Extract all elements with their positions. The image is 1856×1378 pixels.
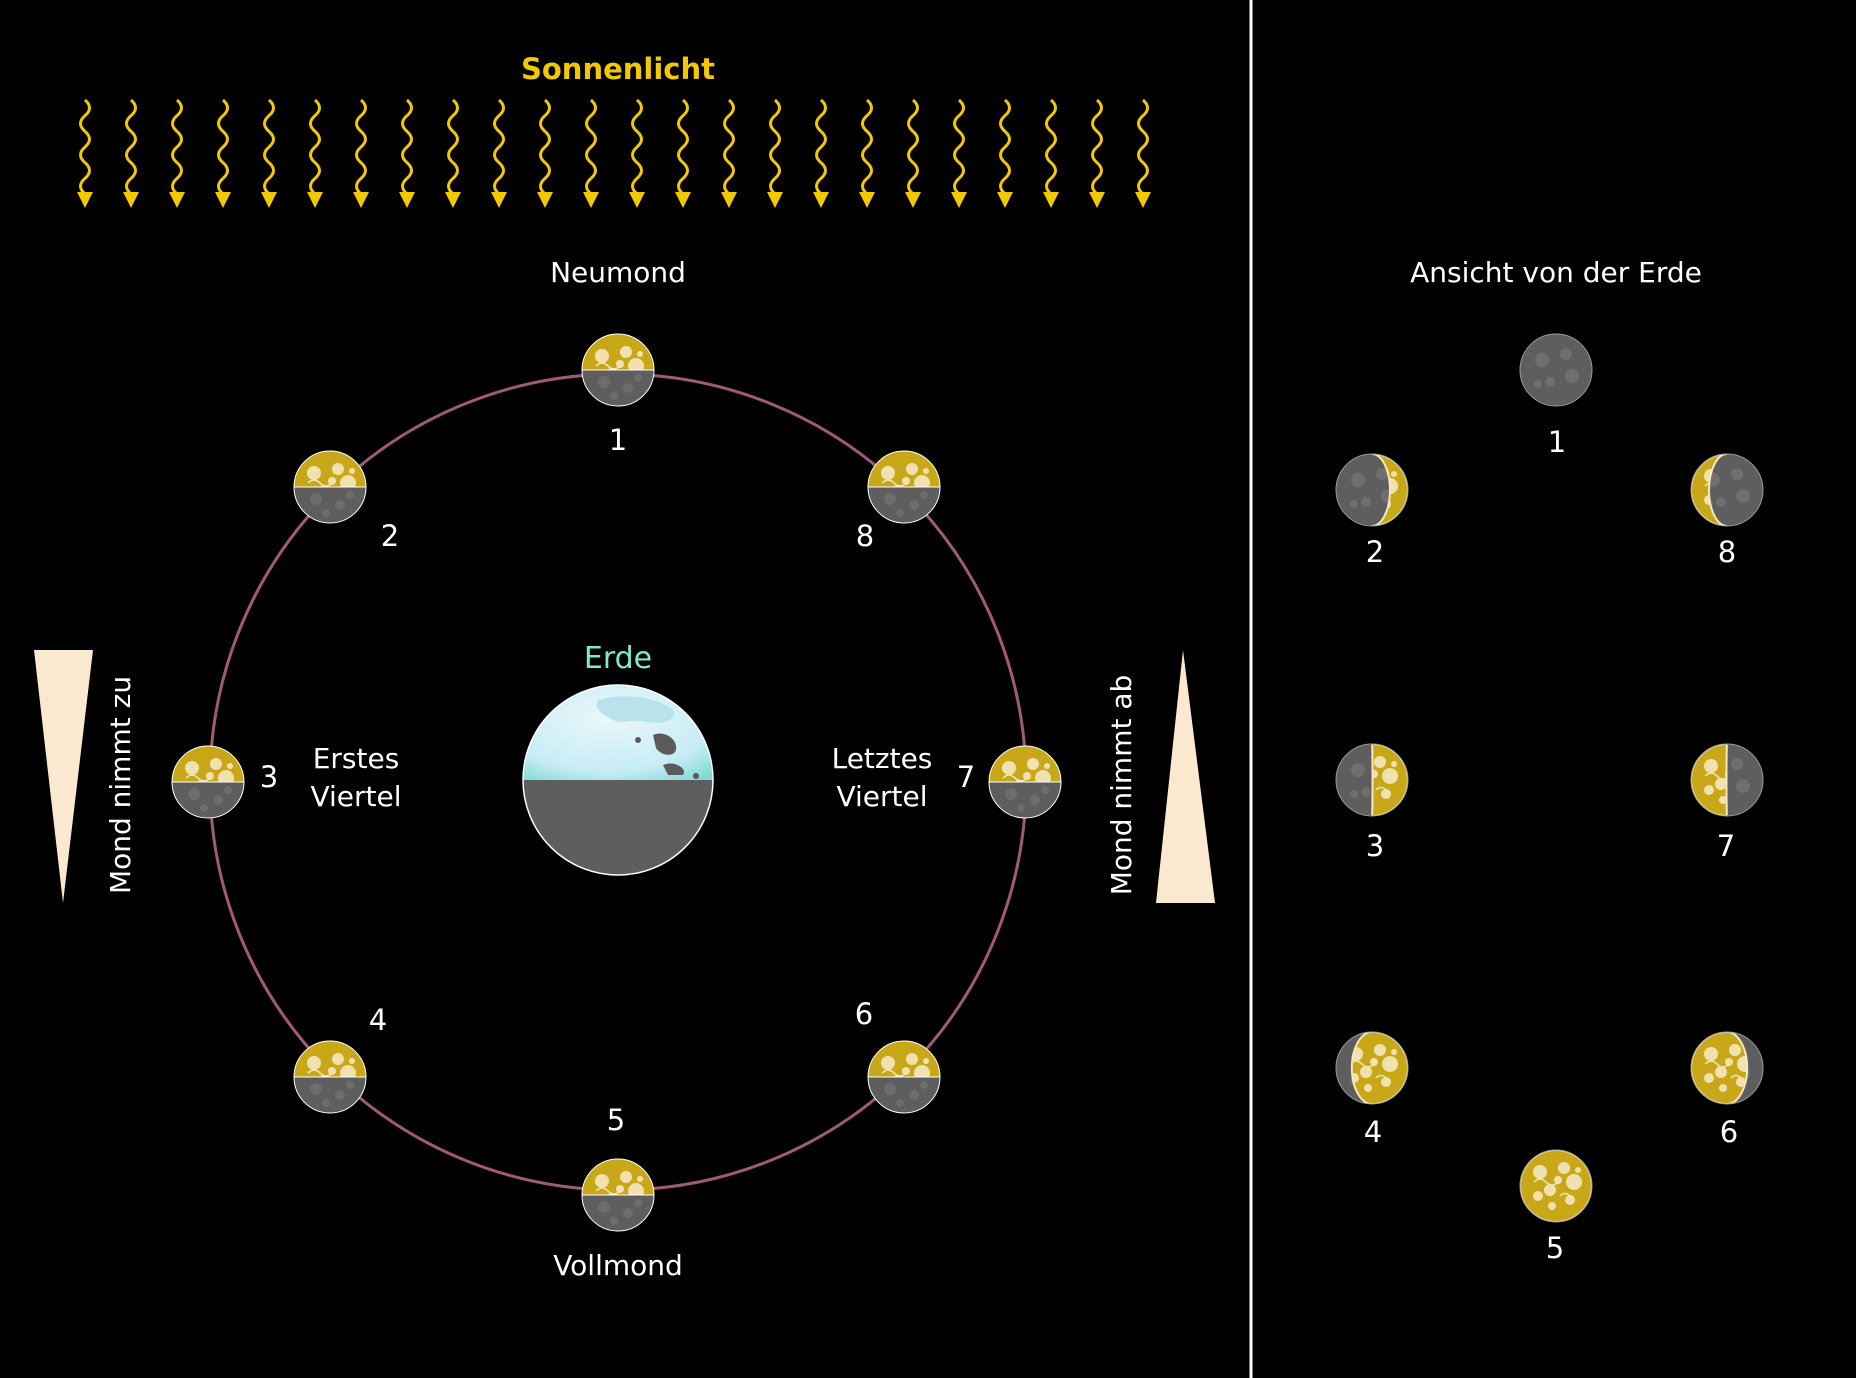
sunlight-ray-arrow bbox=[813, 98, 829, 208]
sunlight-ray-arrow bbox=[721, 98, 737, 208]
sunlight-ray-arrow bbox=[261, 98, 277, 208]
earth-label: Erde bbox=[584, 641, 652, 676]
phase-number-7: 7 bbox=[1717, 829, 1735, 863]
sunlight-ray-arrow bbox=[1043, 98, 1059, 208]
sunlight-ray-arrow bbox=[675, 98, 691, 208]
orbit-moon-8 bbox=[867, 450, 941, 524]
view-from-earth-title: Ansicht von der Erde bbox=[1410, 256, 1702, 289]
phase-moon-4 bbox=[1335, 1031, 1409, 1105]
phase-number-6: 6 bbox=[1720, 1115, 1738, 1149]
sunlight-ray-arrow bbox=[905, 98, 921, 208]
sunlight-ray-arrow bbox=[537, 98, 553, 208]
orbit-moon-3 bbox=[171, 745, 245, 819]
orbit-number-5: 5 bbox=[607, 1103, 625, 1137]
sunlight-ray-arrow bbox=[77, 98, 93, 208]
phase-moon-2 bbox=[1335, 453, 1409, 527]
sunlight-ray-arrow bbox=[859, 98, 875, 208]
waxing-label: Mond nimmt zu bbox=[104, 676, 137, 894]
first-quarter-label-line1: Erstes bbox=[313, 742, 400, 775]
last-quarter-label-line2: Viertel bbox=[836, 780, 927, 813]
sunlight-ray-arrow bbox=[215, 98, 231, 208]
sunlight-rays bbox=[77, 98, 1151, 208]
sunlight-ray-arrow bbox=[169, 98, 185, 208]
phase-number-5: 5 bbox=[1546, 1231, 1564, 1265]
sunlight-ray-arrow bbox=[1135, 98, 1151, 208]
sunlight-ray-arrow bbox=[1089, 98, 1105, 208]
phase-moon-8 bbox=[1690, 453, 1764, 527]
phase-number-1: 1 bbox=[1548, 425, 1566, 459]
orbit-number-1: 1 bbox=[609, 423, 627, 457]
phase-number-2: 2 bbox=[1366, 535, 1384, 569]
phase-moon-7 bbox=[1690, 743, 1764, 817]
sunlight-ray-arrow bbox=[767, 98, 783, 208]
sunlight-ray-arrow bbox=[399, 98, 415, 208]
first-quarter-label-line2: Viertel bbox=[310, 780, 401, 813]
phase-moons bbox=[1335, 333, 1764, 1223]
phase-moon-1 bbox=[1519, 333, 1593, 407]
phase-number-4: 4 bbox=[1364, 1115, 1382, 1149]
sunlight-ray-arrow bbox=[307, 98, 323, 208]
orbit-moon-7 bbox=[988, 745, 1062, 819]
earth-globe bbox=[522, 684, 714, 876]
phase-moon-6 bbox=[1690, 1031, 1764, 1105]
waning-wedge bbox=[1156, 650, 1215, 903]
sunlight-ray-arrow bbox=[583, 98, 599, 208]
phase-moon-5 bbox=[1519, 1149, 1593, 1223]
orbit-moon-6 bbox=[867, 1040, 941, 1114]
phase-number-8: 8 bbox=[1718, 535, 1736, 569]
sunlight-ray-arrow bbox=[353, 98, 369, 208]
phase-moon-3 bbox=[1335, 743, 1409, 817]
waning-label: Mond nimmt ab bbox=[1105, 675, 1138, 896]
phase-number-3: 3 bbox=[1366, 829, 1384, 863]
orbit-number-7: 7 bbox=[957, 760, 975, 794]
orbit-number-3: 3 bbox=[260, 760, 278, 794]
sunlight-ray-arrow bbox=[951, 98, 967, 208]
orbit-moon-2 bbox=[293, 450, 367, 524]
sunlight-ray-arrow bbox=[629, 98, 645, 208]
new-moon-label: Neumond bbox=[550, 256, 686, 289]
sunlight-ray-arrow bbox=[491, 98, 507, 208]
orbit-number-8: 8 bbox=[856, 519, 874, 553]
sunlight-ray-arrow bbox=[123, 98, 139, 208]
orbit-moon-4 bbox=[293, 1040, 367, 1114]
orbit-number-6: 6 bbox=[855, 997, 873, 1031]
orbit-moon-5 bbox=[581, 1158, 655, 1232]
sunlight-label: Sonnenlicht bbox=[521, 52, 715, 86]
last-quarter-label-line1: Letztes bbox=[832, 742, 933, 775]
full-moon-label: Vollmond bbox=[553, 1249, 683, 1282]
orbit-number-4: 4 bbox=[369, 1003, 387, 1037]
sunlight-ray-arrow bbox=[445, 98, 461, 208]
orbit-moon-1 bbox=[581, 333, 655, 407]
sunlight-ray-arrow bbox=[997, 98, 1013, 208]
orbit-number-2: 2 bbox=[381, 519, 399, 553]
waxing-wedge bbox=[34, 650, 93, 903]
